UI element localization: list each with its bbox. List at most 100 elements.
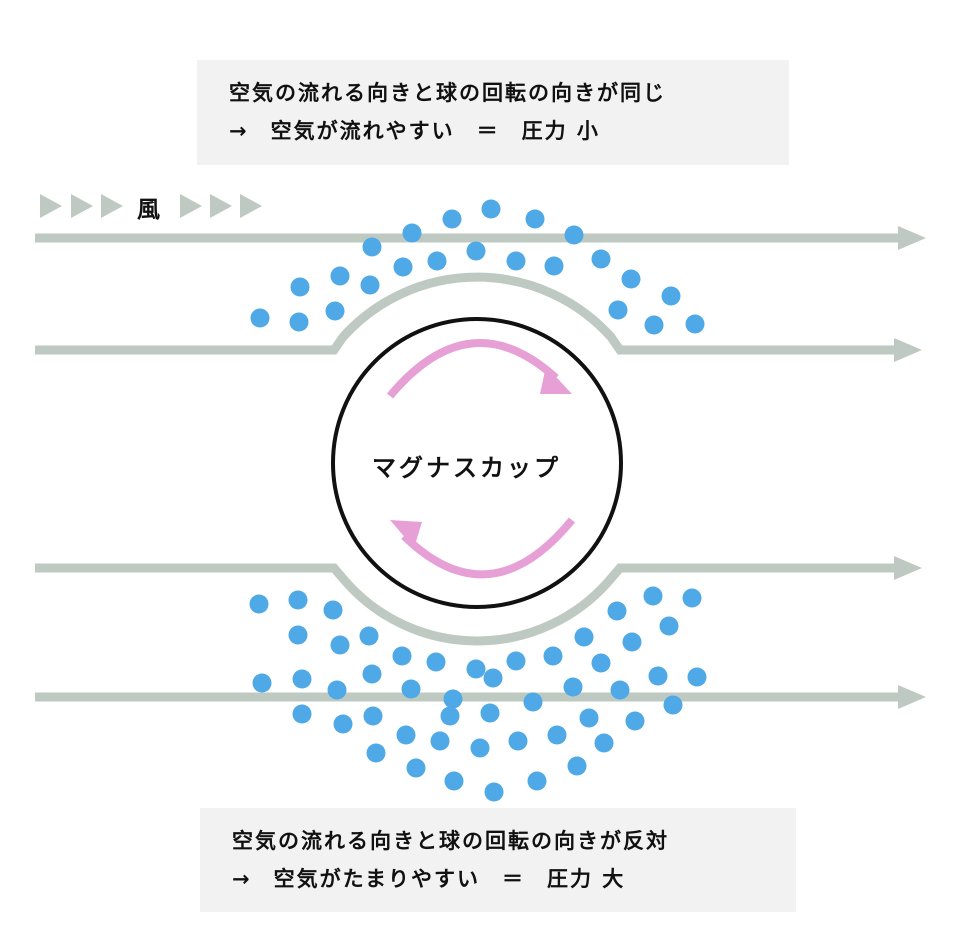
air-particle (481, 199, 501, 219)
air-particle (547, 725, 567, 745)
air-particle (325, 301, 345, 321)
air-particle (644, 315, 664, 335)
air-particle (625, 711, 645, 731)
air-particle (508, 731, 528, 751)
air-particle (687, 667, 707, 687)
air-particle (525, 209, 545, 229)
rotation-arc-bottom (401, 517, 576, 579)
bottom-note-line2: → 空気がたまりやすい ＝ 圧力 大 (232, 860, 796, 898)
air-particle (289, 312, 309, 332)
air-particle (443, 689, 463, 709)
air-particle (396, 725, 416, 745)
wind-triangle-icon (210, 194, 232, 218)
air-particle (610, 680, 630, 700)
air-particle (682, 588, 702, 608)
air-particle (685, 314, 705, 334)
air-particle (292, 669, 312, 689)
air-particle (466, 659, 486, 679)
wind-label: 風 (137, 197, 160, 223)
air-particle (484, 782, 504, 802)
air-particle (402, 223, 422, 243)
wind-triangle-icon (240, 194, 262, 218)
airflow-lines (35, 233, 902, 702)
air-particle (323, 600, 343, 620)
bottom-note-line1: 空気の流れる向きと球の回転の向きが反対 (232, 829, 669, 853)
air-particle (252, 673, 272, 693)
air-particle (406, 758, 426, 778)
arrow-symbol: → (229, 119, 249, 143)
air-particle (663, 695, 683, 715)
air-particle (643, 586, 663, 606)
air-particle (579, 708, 599, 728)
air-particle (363, 706, 383, 726)
arrowhead-icon (898, 685, 926, 709)
wind-triangle-icon (180, 194, 202, 218)
wind-triangle-icon (71, 194, 93, 218)
air-particle (591, 653, 611, 673)
air-particle (466, 241, 486, 261)
top-note: 空気の流れる向きと球の回転の向きが同じ → 空気が流れやすい ＝ 圧力 小 (197, 60, 789, 165)
bottom-note: 空気の流れる向きと球の回転の向きが反対 → 空気がたまりやすい ＝ 圧力 大 (200, 808, 796, 912)
air-particle (607, 601, 627, 621)
air-particle (362, 237, 382, 257)
air-particle (564, 225, 584, 245)
air-particle (574, 627, 594, 647)
arrow-symbol: → (232, 867, 252, 891)
rotation-arc-top (386, 339, 559, 399)
air-particle (506, 651, 526, 671)
air-particle (327, 680, 347, 700)
air-particle (659, 616, 679, 636)
air-particle (359, 626, 379, 646)
air-particle (288, 590, 308, 610)
wind-direction-icons (40, 194, 262, 218)
air-particle (506, 251, 526, 271)
air-particle (360, 275, 380, 295)
air-particle (427, 251, 447, 271)
air-particle (330, 266, 350, 286)
air-particle (401, 679, 421, 699)
air-particle (608, 300, 628, 320)
equals-symbol: ＝ (501, 867, 525, 891)
air-particle (290, 277, 310, 297)
ball-label: マグナスカップ (372, 454, 561, 482)
wind-triangle-icon (101, 194, 123, 218)
air-particle (362, 664, 382, 684)
wind-triangle-icon (40, 194, 62, 218)
air-particle (249, 594, 269, 614)
airflow-line (35, 272, 900, 355)
top-note-line1: 空気の流れる向きと球の回転の向きが同じ (229, 81, 666, 105)
air-particle (483, 668, 503, 688)
air-particle (594, 733, 614, 753)
air-particles (249, 199, 707, 802)
air-particle (440, 706, 460, 726)
air-particle (442, 209, 462, 229)
top-note-pressure: 圧力 小 (521, 119, 600, 143)
top-note-result: 空気が流れやすい (270, 119, 455, 143)
rotation-arrows (386, 339, 576, 579)
arrowhead-icon (898, 226, 926, 250)
air-particle (523, 692, 543, 712)
air-particle (250, 308, 270, 328)
air-particle (426, 652, 446, 672)
air-particle (661, 286, 681, 306)
air-particle (543, 646, 563, 666)
bottom-note-pressure: 圧力 大 (546, 867, 626, 891)
top-note-line2: → 空気が流れやすい ＝ 圧力 小 (229, 112, 789, 150)
air-particle (622, 632, 642, 652)
arrowhead-icon (894, 338, 922, 362)
air-particle (393, 257, 413, 277)
air-particle (591, 249, 611, 269)
air-particle (544, 256, 564, 276)
arrowhead-icon (894, 556, 922, 580)
air-particle (648, 666, 668, 686)
air-particle (567, 756, 587, 776)
equals-symbol: ＝ (476, 119, 500, 143)
air-particle (480, 703, 500, 723)
air-particle (444, 771, 464, 791)
air-particle (288, 625, 308, 645)
rotation-arrowhead-icon (540, 366, 572, 394)
air-particle (621, 269, 641, 289)
bottom-note-result: 空気がたまりやすい (273, 867, 480, 891)
air-particle (392, 646, 412, 666)
